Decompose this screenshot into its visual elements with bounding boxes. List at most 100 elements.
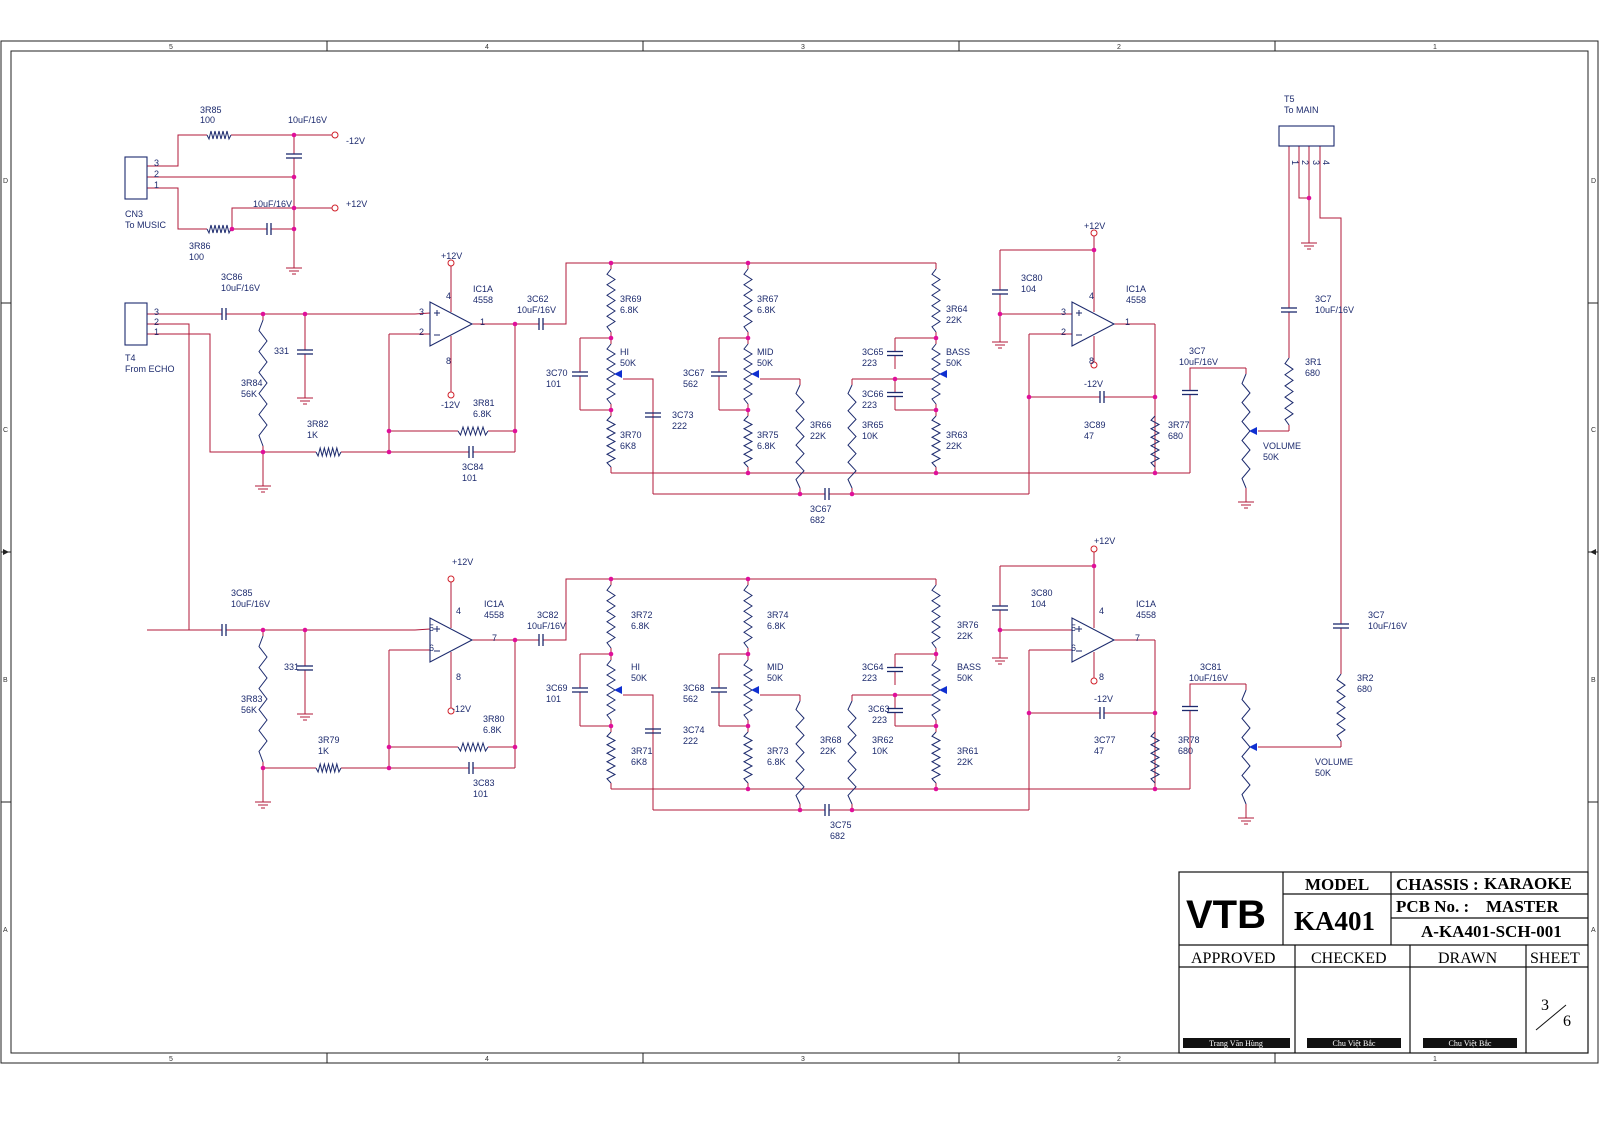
vol2-val: 50K <box>1315 768 1331 778</box>
cap-bot-val: 10uF/16V <box>253 199 292 209</box>
feedback-resistor <box>457 425 489 437</box>
sheet-number: 3 <box>1541 997 1549 1014</box>
zone-col-2-top: 2 <box>1117 44 1121 51</box>
hi-bot-resistor <box>605 415 617 468</box>
r78-ref: 3R78 <box>1178 735 1200 745</box>
wire <box>623 694 654 810</box>
junction-dot <box>291 174 297 180</box>
feedback-resistor <box>457 741 489 753</box>
junction-dot <box>745 335 751 341</box>
hi-top-resistor <box>606 584 616 649</box>
c77-ref: 3C77 <box>1094 735 1116 745</box>
ic3-pin-out: 7 <box>492 633 497 643</box>
wire <box>147 187 201 230</box>
volume-pot <box>1241 689 1251 805</box>
power-input-labels: CN3 To MUSIC 3 2 1 3R85 100 10uF/16V -12… <box>125 105 367 262</box>
c83-val: 101 <box>473 789 488 799</box>
rail-pin-circle <box>1090 361 1098 369</box>
junction-dot <box>1306 195 1312 201</box>
c74-ref: 3C74 <box>683 725 705 735</box>
rail-pin-circle <box>1090 229 1098 237</box>
t5-desc: To MAIN <box>1284 105 1319 115</box>
ic1-vn-label: -12V <box>441 400 460 410</box>
mid-bot-resistor <box>742 415 754 468</box>
r62-ref: 3R62 <box>872 735 894 745</box>
volume-pot <box>1241 373 1251 489</box>
junction-dot <box>997 311 1003 317</box>
bass-bot-resistor <box>930 731 942 784</box>
hi-top-resistor <box>606 268 616 333</box>
bass-series-resistor <box>847 700 857 805</box>
junction-dot <box>745 786 751 792</box>
feedback-in-resistor <box>315 446 342 458</box>
c65-val: 223 <box>862 358 877 368</box>
c67b-ref: 3C67 <box>810 504 832 514</box>
sheet-border <box>0 40 1599 1064</box>
r74-val: 6.8K <box>767 621 786 631</box>
r67-ref: 3R67 <box>757 294 779 304</box>
r67-val: 6.8K <box>757 305 776 315</box>
junction-dot <box>1152 710 1158 716</box>
c75-val: 682 <box>830 831 845 841</box>
c80-ref: 3C80 <box>1021 273 1043 283</box>
c68-val: 562 <box>683 694 698 704</box>
c82-ref: 3C82 <box>537 610 559 620</box>
hi2-pot-ref: HI <box>631 662 640 672</box>
junctions <box>229 131 1312 813</box>
pot-wiper-arrow <box>939 686 947 694</box>
mix-resistor <box>1284 357 1294 426</box>
c7a-val: 10uF/16V <box>1179 357 1218 367</box>
output-op-amp <box>1071 301 1116 347</box>
bass2-pot-val: 50K <box>957 673 973 683</box>
vol1-ref: VOLUME <box>1263 441 1301 451</box>
ic4-pin-in-p: 5 <box>1071 623 1076 633</box>
t5-ref: T5 <box>1284 94 1295 104</box>
ic3-vp-label: +12V <box>452 557 473 567</box>
c65-ref: 3C65 <box>862 347 884 357</box>
wire <box>414 628 431 631</box>
c86-val: 10uF/16V <box>221 283 260 293</box>
neg-rail-label: -12V <box>346 136 365 146</box>
bass-pot <box>931 343 941 405</box>
c80b-val: 104 <box>1031 599 1046 609</box>
junction-dot <box>849 807 855 813</box>
checked-signature: Chu Việt Bắc <box>1333 1039 1376 1048</box>
r75-val: 6.8K <box>757 441 776 451</box>
ic4-val: 4558 <box>1136 610 1156 620</box>
hi-pot-ref: HI <box>620 347 629 357</box>
t4-connector <box>124 302 148 346</box>
c70-ref: 3C70 <box>546 368 568 378</box>
junction-dot <box>892 376 898 382</box>
c86-ref: 3C86 <box>221 272 243 282</box>
wire <box>552 262 936 325</box>
title-block: VTB MODEL KA401 CHASSIS : KARAOKE PCB No… <box>1178 871 1589 1054</box>
r64-ref: 3R64 <box>946 304 968 314</box>
r86-resistor <box>206 224 232 235</box>
hi-pot <box>606 659 616 721</box>
ic4-ref: IC1A <box>1136 599 1156 609</box>
r81-ref: 3R81 <box>473 398 495 408</box>
r68-val: 22K <box>820 746 836 756</box>
junction-dot <box>933 470 939 476</box>
t5-pin-2: 2 <box>1300 160 1310 165</box>
zone-row-a-right: A <box>1591 927 1596 934</box>
ic4-pin-in-n: 6 <box>1071 643 1076 653</box>
chassis-label: CHASSIS : <box>1396 875 1479 894</box>
ic2-pin-vp: 4 <box>1089 291 1094 301</box>
mid-pot-val: 50K <box>757 358 773 368</box>
rail-pin-circle <box>1090 545 1098 553</box>
wire <box>552 578 936 641</box>
junction-dot <box>933 651 939 657</box>
c66-val: 223 <box>862 400 877 410</box>
bass-top-resistor <box>931 584 941 649</box>
junction-dot <box>1026 394 1032 400</box>
ic1-pin-vn: 8 <box>446 356 451 366</box>
pot-wiper-arrow <box>751 686 759 694</box>
c74-val: 222 <box>683 736 698 746</box>
ic4-pin-vp: 4 <box>1099 606 1104 616</box>
r71-ref: 3R71 <box>631 746 653 756</box>
mid-series-resistor <box>795 384 805 489</box>
rail-pin-circle <box>447 391 455 399</box>
c85-val: 10uF/16V <box>231 599 270 609</box>
r82-ref: 3R82 <box>307 419 329 429</box>
